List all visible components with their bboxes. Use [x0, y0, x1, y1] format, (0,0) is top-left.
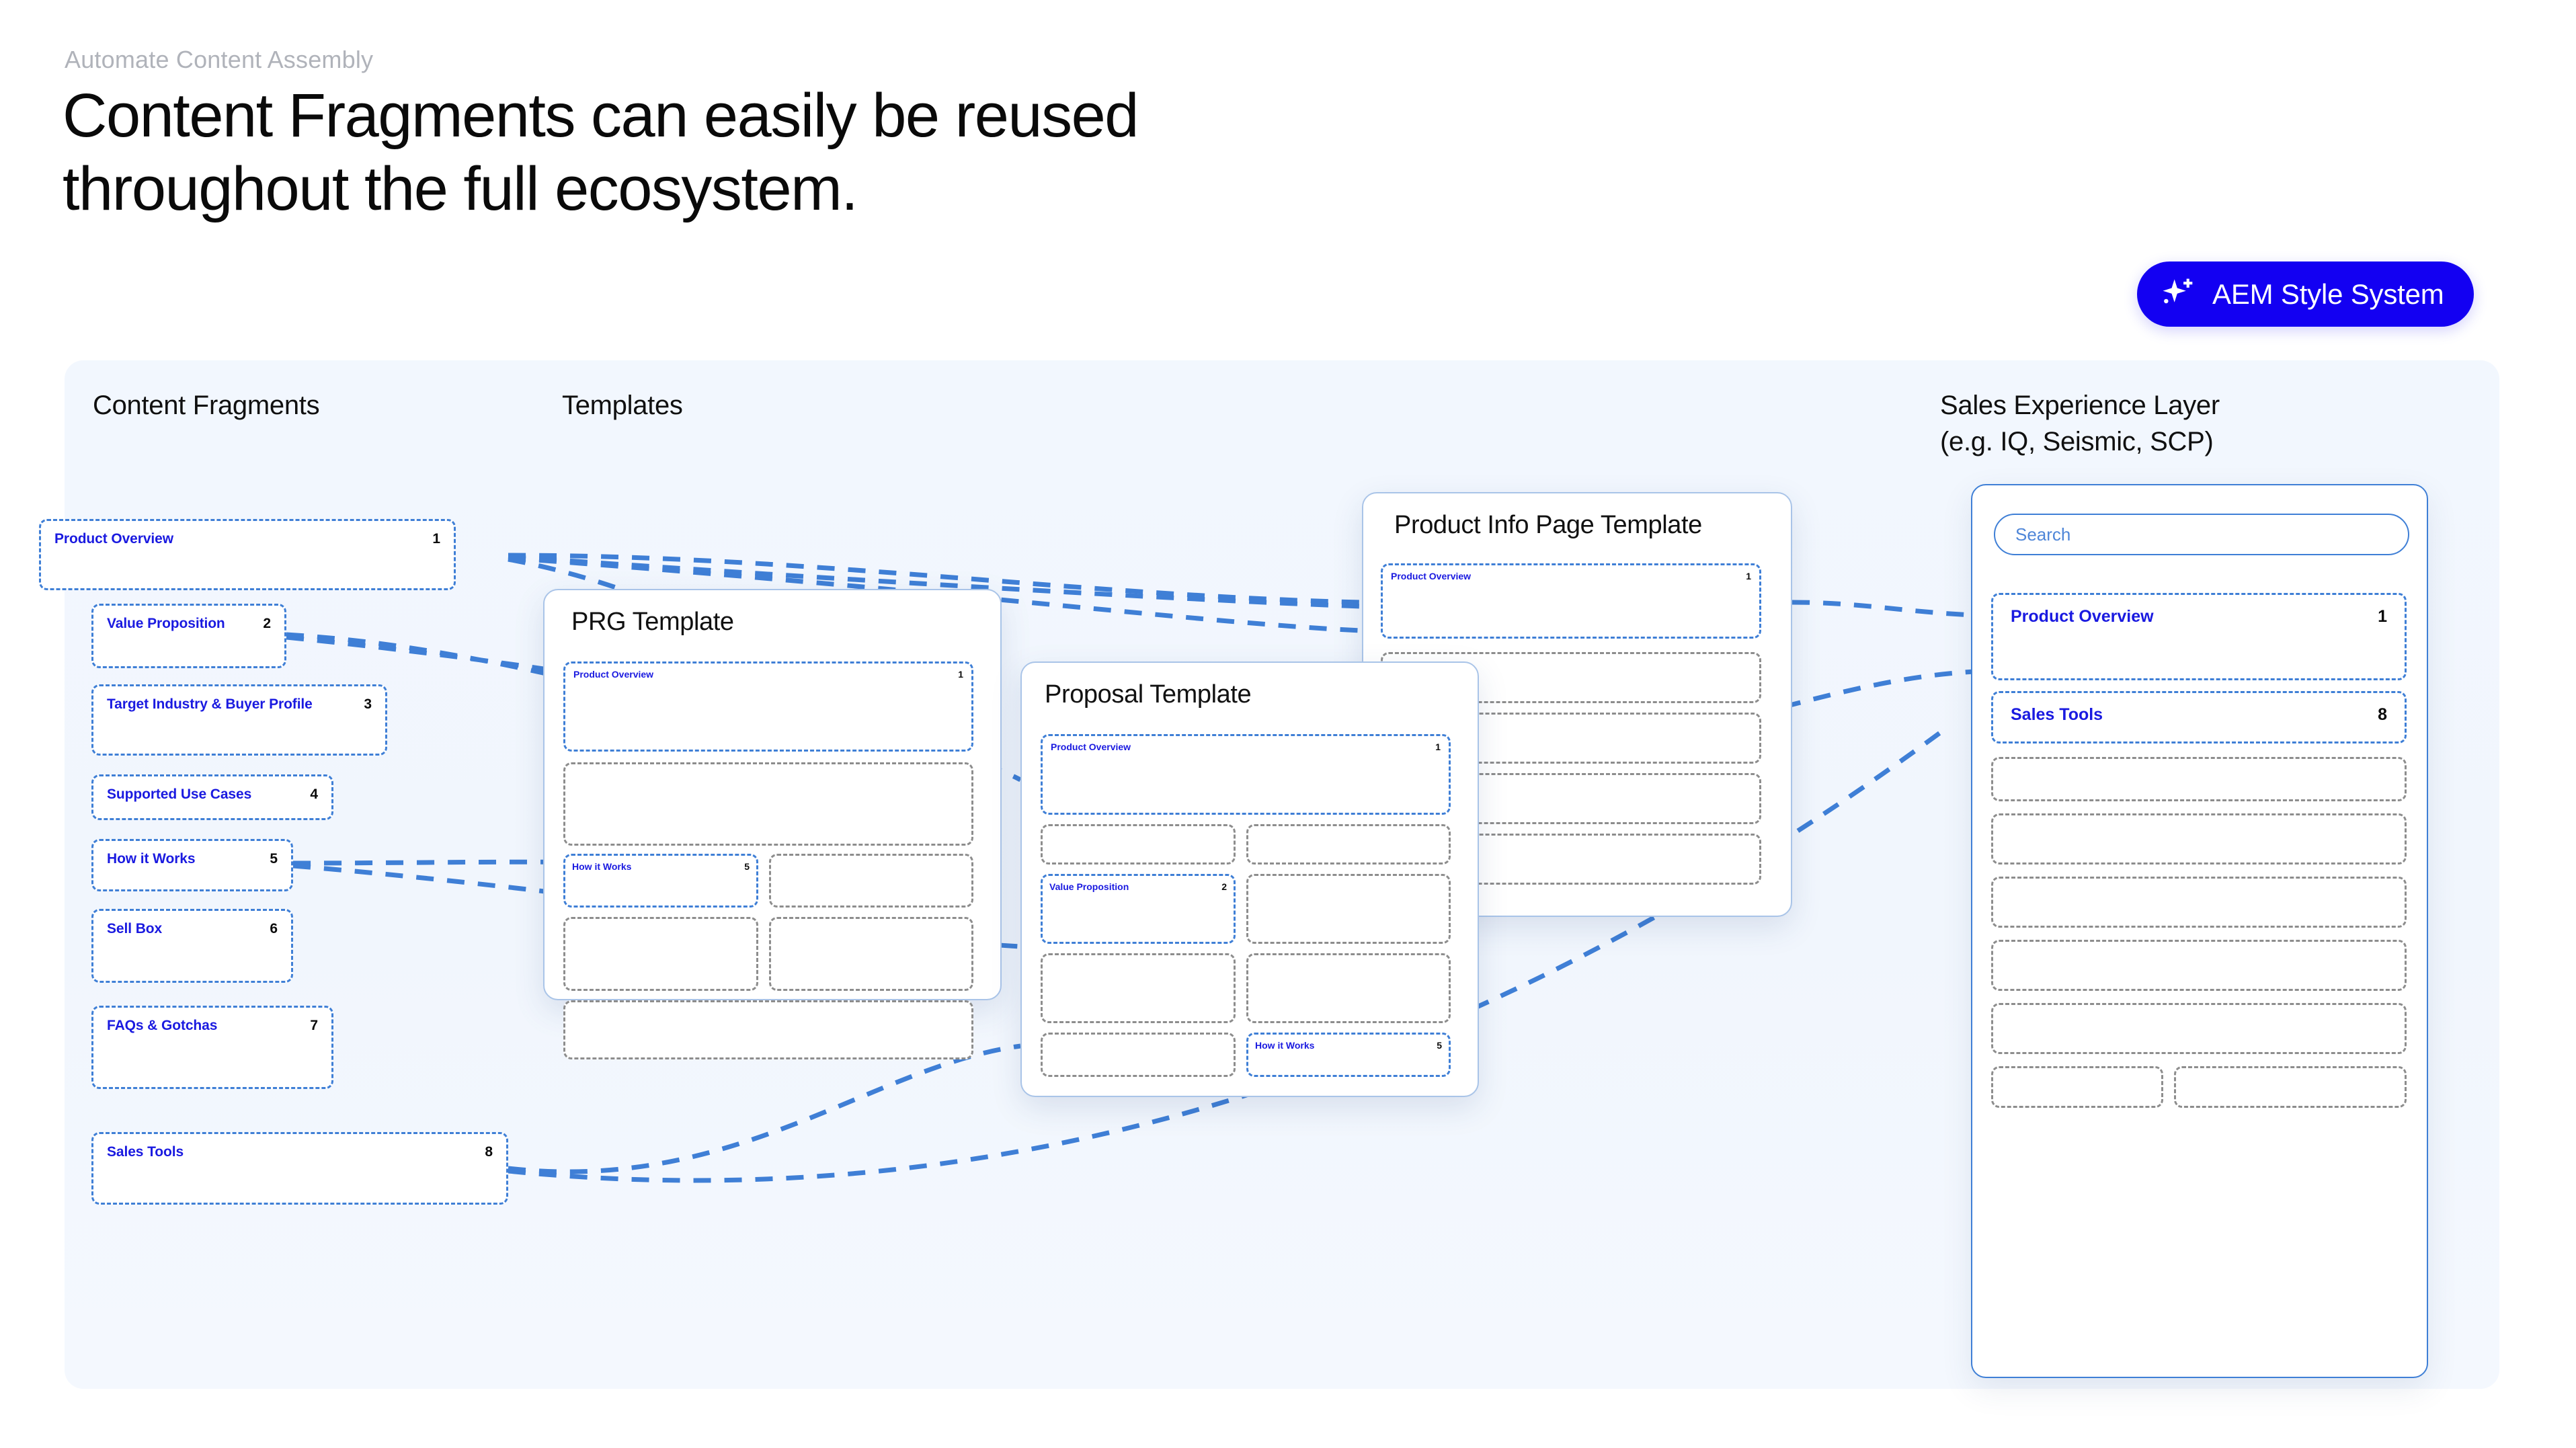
fragment-label: Supported Use Cases	[107, 787, 252, 802]
slot-number: 2	[1221, 881, 1227, 892]
template-slot-empty[interactable]	[563, 762, 973, 846]
template-slot-empty[interactable]	[1246, 874, 1451, 944]
sales-item-empty[interactable]	[1991, 940, 2407, 991]
headline-line-2: throughout the full ecosystem.	[63, 154, 858, 223]
fragment-label: Sales Tools	[107, 1144, 184, 1160]
fragment-card-value-proposition[interactable]: Value Proposition 2	[91, 604, 286, 668]
sales-item-empty[interactable]	[1991, 757, 2407, 801]
slot-number: 1	[958, 669, 963, 680]
badge-label: AEM Style System	[2212, 278, 2444, 310]
template-slot-filled[interactable]: Product Overview 1	[1041, 734, 1451, 815]
fragment-card-sell-box[interactable]: Sell Box 6	[91, 909, 293, 983]
fragment-label: Target Industry & Buyer Profile	[107, 696, 313, 712]
sales-item-number: 8	[2378, 705, 2387, 724]
fragment-card-how-it-works[interactable]: How it Works 5	[91, 839, 293, 891]
sales-item-empty[interactable]	[1991, 1066, 2163, 1108]
slot-label: Value Proposition	[1049, 881, 1129, 892]
wire-st-up	[508, 1043, 1021, 1174]
fragment-label: Value Proposition	[107, 616, 225, 631]
template-slot-empty[interactable]	[769, 917, 973, 991]
template-slot-empty[interactable]	[1246, 953, 1451, 1023]
column-title-templates: Templates	[562, 391, 683, 420]
sales-item-empty[interactable]	[1991, 1003, 2407, 1054]
slot-label: Product Overview	[1051, 741, 1131, 752]
fragment-number: 2	[263, 616, 271, 631]
fragment-number: 5	[270, 851, 278, 867]
column-title-content-fragments: Content Fragments	[93, 391, 320, 420]
sales-item-empty[interactable]	[1991, 813, 2407, 864]
template-slot-filled[interactable]: How it Works 5	[1246, 1033, 1451, 1077]
aem-style-system-badge[interactable]: AEM Style System	[2137, 262, 2474, 327]
slot-number: 5	[1437, 1040, 1442, 1051]
template-slot-empty[interactable]	[1041, 824, 1236, 864]
fragment-label: How it Works	[107, 851, 196, 867]
template-title: PRG Template	[571, 608, 734, 636]
sales-item-sales-tools[interactable]: Sales Tools 8	[1991, 691, 2407, 743]
template-title: Product Info Page Template	[1394, 511, 1702, 539]
diagram-panel: Content Fragments Templates Sales Experi…	[39, 360, 2499, 1389]
template-slot-filled[interactable]: Product Overview 1	[1381, 563, 1761, 639]
sales-item-number: 1	[2378, 607, 2387, 626]
wire-pit-to-sales-po	[1792, 600, 1990, 618]
template-slot-empty[interactable]	[1041, 1033, 1236, 1077]
fragment-number: 3	[364, 696, 372, 712]
fragment-card-target-industry[interactable]: Target Industry & Buyer Profile 3	[91, 684, 387, 756]
slot-number: 1	[1746, 571, 1751, 581]
slot-label: Product Overview	[1391, 571, 1472, 581]
fragment-number: 7	[310, 1018, 318, 1033]
template-card-proposal[interactable]: Proposal Template Product Overview 1 Valu…	[1020, 661, 1479, 1097]
fragment-label: Product Overview	[54, 531, 173, 547]
fragment-number: 8	[485, 1144, 493, 1160]
fragment-card-product-overview[interactable]: Product Overview 1	[39, 519, 456, 590]
fragment-label: FAQs & Gotchas	[107, 1018, 218, 1033]
template-slot-empty[interactable]	[563, 1000, 973, 1059]
template-slot-empty[interactable]	[1246, 824, 1451, 864]
template-slot-empty[interactable]	[1381, 652, 1761, 703]
slot-label: How it Works	[572, 861, 632, 872]
page-title: Content Fragments can easily be reused t…	[63, 79, 1139, 225]
sales-item-label: Product Overview	[2011, 607, 2154, 626]
template-slot-empty[interactable]	[563, 917, 758, 991]
search-input[interactable]: Search	[1994, 514, 2409, 555]
column-title-sales-experience-layer: Sales Experience Layer (e.g. IQ, Seismic…	[1940, 391, 2220, 456]
headline-line-1: Content Fragments can easily be reused	[63, 81, 1139, 150]
fragment-number: 4	[310, 787, 318, 802]
fragment-card-supported-use-cases[interactable]: Supported Use Cases 4	[91, 774, 333, 820]
sales-item-label: Sales Tools	[2011, 705, 2103, 724]
template-slot-empty[interactable]	[1041, 953, 1236, 1023]
template-slot-filled[interactable]: How it Works 5	[563, 854, 758, 908]
sparkle-icon	[2163, 278, 2193, 303]
sales-item-empty[interactable]	[1991, 877, 2407, 928]
template-card-prg[interactable]: PRG Template Product Overview 1 How it Wo…	[543, 589, 1002, 1059]
template-slot-filled[interactable]: Product Overview 1	[563, 661, 973, 752]
fragment-card-sales-tools[interactable]: Sales Tools 8	[91, 1132, 508, 1205]
fragment-number: 1	[432, 531, 440, 547]
template-title: Proposal Template	[1045, 680, 1252, 709]
template-slot-empty[interactable]	[769, 854, 973, 908]
fragment-label: Sell Box	[107, 921, 163, 936]
slot-label: Product Overview	[573, 669, 654, 680]
fragment-card-faqs-gotchas[interactable]: FAQs & Gotchas 7	[91, 1006, 333, 1089]
slot-number: 1	[1435, 741, 1441, 752]
eyebrow-label: Automate Content Assembly	[65, 46, 374, 73]
sales-item-product-overview[interactable]: Product Overview 1	[1991, 593, 2407, 680]
sales-item-empty[interactable]	[2174, 1066, 2407, 1108]
template-slot-filled[interactable]: Value Proposition 2	[1041, 874, 1236, 944]
slot-number: 5	[744, 861, 750, 872]
sales-experience-card: Search Product Overview 1 Sales Tools 8	[1971, 484, 2428, 1378]
fragment-number: 6	[270, 921, 278, 936]
slot-label: How it Works	[1255, 1040, 1315, 1051]
